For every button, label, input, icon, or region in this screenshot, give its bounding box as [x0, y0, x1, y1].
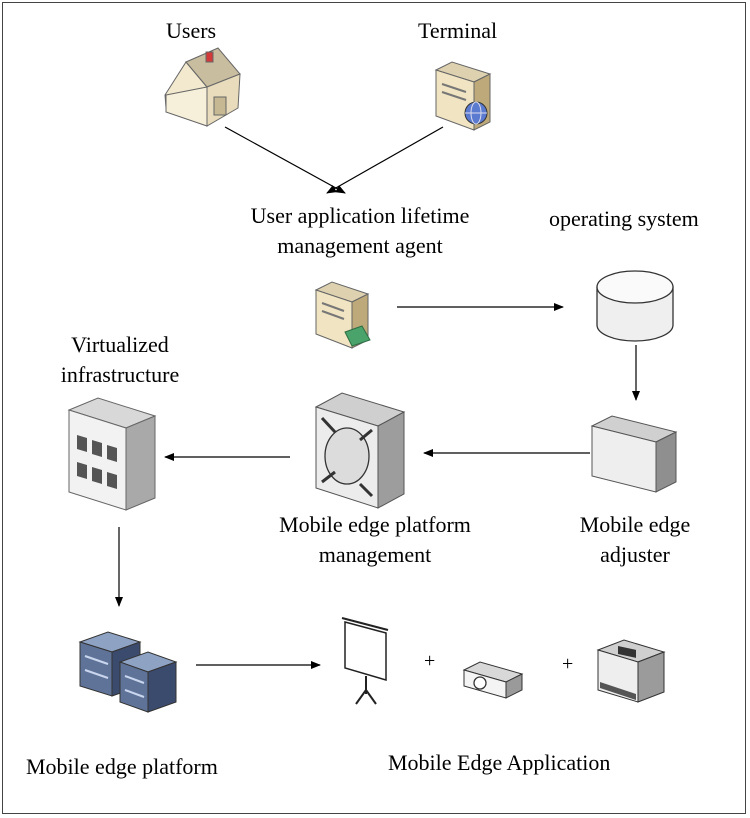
web-server-icon	[434, 61, 492, 131]
projection-screen-icon	[341, 617, 389, 705]
database-cylinder-icon	[596, 270, 674, 342]
arrow-terminal-to-agent	[326, 126, 444, 194]
label-virt: Virtualized infrastructure	[30, 330, 210, 390]
label-adjuster-line2: adjuster	[600, 542, 670, 567]
label-mep: Mobile edge platform	[26, 754, 218, 779]
label-mep-mgmt-line1: Mobile edge platform	[279, 512, 471, 537]
label-mea: Mobile Edge Application	[388, 750, 611, 775]
building-icon	[67, 397, 157, 511]
label-users: Users	[166, 18, 217, 43]
arrow-users-to-agent	[224, 126, 346, 194]
label-adjuster: Mobile edge adjuster	[555, 510, 715, 570]
label-virt-line1: Virtualized	[71, 332, 169, 357]
label-adjuster-line1: Mobile edge	[579, 512, 691, 537]
platform-management-icon	[314, 392, 406, 509]
box-icon	[590, 415, 678, 493]
projector-icon	[462, 661, 524, 699]
house-icon	[164, 47, 241, 127]
label-mep-mgmt-line2: management	[318, 542, 432, 567]
printer-icon	[596, 639, 666, 703]
label-agent: User application lifetime management age…	[215, 201, 505, 261]
label-virt-line2: infrastructure	[60, 362, 180, 387]
label-agent-line1: User application lifetime	[250, 203, 470, 228]
label-os: operating system	[549, 206, 699, 231]
plus-sign-2: +	[562, 653, 574, 675]
plus-sign-1: +	[424, 650, 436, 672]
server-rack-icon	[78, 631, 178, 713]
label-mep-mgmt: Mobile edge platform management	[245, 510, 505, 570]
label-terminal: Terminal	[418, 18, 498, 43]
label-agent-line2: management agent	[277, 233, 443, 258]
server-icon	[314, 281, 371, 349]
